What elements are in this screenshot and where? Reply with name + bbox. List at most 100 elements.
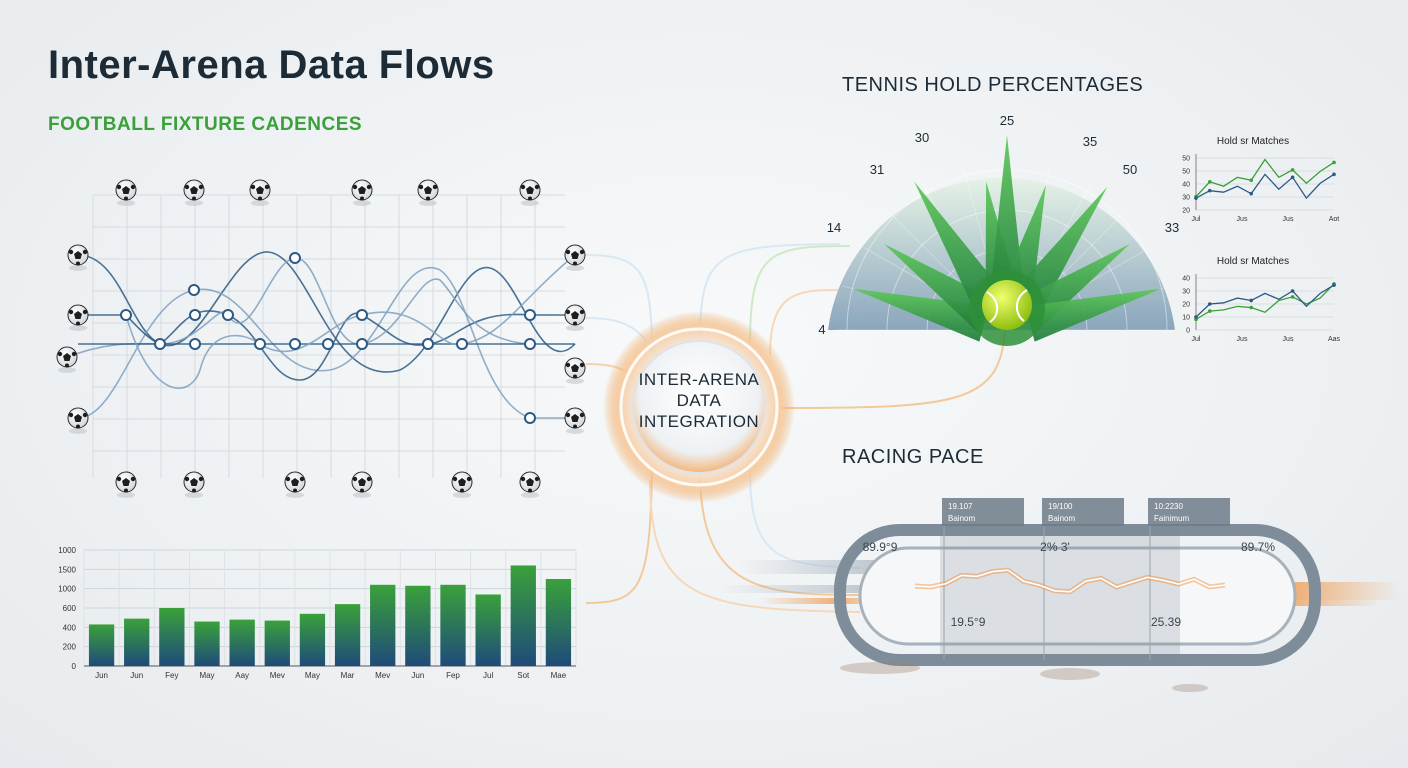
soccer-ball-icon	[417, 179, 439, 206]
ball-patch	[130, 184, 136, 190]
mini-x-tick: Jus	[1283, 336, 1294, 343]
ball-shadow	[566, 428, 584, 434]
mini-x-tick: Jus	[1283, 216, 1294, 223]
bar	[440, 584, 466, 666]
section-title-racing: RACING PACE	[842, 446, 984, 468]
race-readout-top: 89.7%	[1241, 540, 1275, 554]
bar	[229, 619, 255, 666]
mini-chart-title: Hold sr Matches	[1217, 136, 1289, 147]
mini-point	[1249, 298, 1253, 303]
ball-patch	[573, 374, 577, 379]
ball-patch	[573, 261, 577, 266]
hub-label-line-2: DATA	[677, 391, 722, 410]
race-pace-line	[914, 567, 1226, 595]
mini-point	[1208, 188, 1212, 193]
soccer-ball-icon	[249, 179, 271, 206]
fixture-nodes	[120, 252, 536, 424]
ball-patch	[68, 249, 74, 255]
ball-shadow	[185, 492, 203, 498]
ball-shadow	[69, 325, 87, 331]
ball-patch	[418, 184, 424, 190]
ball-patch	[460, 488, 464, 493]
ball-patch	[360, 488, 364, 493]
ball-patch	[258, 196, 262, 201]
mini-point	[1290, 168, 1295, 172]
ball-patch	[57, 351, 63, 357]
ball-shadow	[353, 200, 371, 206]
bar-x-tick: Fey	[165, 671, 178, 680]
mini-x-tick: Jus	[1237, 336, 1248, 343]
mini-series-line	[1195, 173, 1335, 200]
ball-patch	[571, 311, 579, 319]
ball-patch	[426, 196, 430, 201]
bar-x-tick: May	[199, 671, 214, 680]
mini-y-tick: 20	[1182, 302, 1190, 309]
race-marker-top: 19/100	[1048, 502, 1073, 511]
mini-point	[1249, 178, 1253, 183]
mini-y-tick: 10	[1182, 315, 1190, 322]
page-title: Inter-Arena Data Flows	[48, 43, 495, 87]
fixture-node	[154, 338, 166, 350]
ball-patch	[190, 478, 198, 486]
ball-patch	[82, 412, 88, 418]
ball-patch	[192, 488, 196, 493]
bar-y-tick: 0	[72, 662, 77, 671]
bar	[370, 584, 396, 666]
ball-shadow	[69, 265, 87, 271]
mini-chart-title: Hold sr Matches	[1217, 256, 1289, 267]
bar	[264, 620, 290, 666]
ball-shadow	[286, 492, 304, 498]
mini-y-tick: 40	[1182, 276, 1190, 283]
bar-x-tick: Jun	[130, 671, 143, 680]
race-marker-box	[1042, 498, 1124, 526]
mini-x-tick: Jul	[1192, 336, 1201, 343]
race-readout-bottom: 25.39	[1151, 615, 1181, 629]
soccer-ball-icon	[284, 471, 306, 498]
bar-x-tick: Mae	[551, 671, 567, 680]
ball-patch	[366, 476, 372, 482]
race-marker-bottom: Fainimum	[1154, 514, 1189, 523]
ball-patch	[358, 186, 366, 194]
fixture-node	[356, 309, 368, 321]
fixture-curve	[125, 254, 576, 389]
mini-y-tick: 20	[1182, 208, 1190, 215]
race-marker-box	[942, 498, 1024, 526]
ball-patch	[565, 309, 571, 315]
fixture-node	[356, 338, 368, 350]
fan-spike	[1025, 288, 1162, 342]
ball-shadow	[453, 492, 471, 498]
fixture-node	[456, 338, 468, 350]
fixture-curves	[64, 251, 576, 419]
ball-patch	[130, 476, 136, 482]
ball-patch	[565, 362, 571, 368]
bar-y-tick: 400	[63, 623, 77, 632]
ball-patch	[352, 184, 358, 190]
race-marker-bottom: Bainom	[1048, 514, 1075, 523]
ball-patch	[573, 424, 577, 429]
ball-patch	[74, 251, 82, 259]
ball-patch	[192, 196, 196, 201]
soccer-ball-icon	[564, 357, 586, 384]
soccer-ball-icon	[67, 304, 89, 331]
ball-patch	[571, 364, 579, 372]
tennis-ball-icon	[982, 280, 1032, 330]
race-marker-top: 10:2230	[1154, 502, 1183, 511]
mini-y-tick: 0	[1186, 328, 1190, 335]
fan-label: 30	[915, 130, 929, 145]
ball-shadow	[69, 428, 87, 434]
ball-patch	[63, 353, 71, 361]
fan-label: 35	[1083, 134, 1097, 149]
hub-label-line-1: INTER-ARENA	[639, 370, 760, 389]
ball-patch	[565, 412, 571, 418]
ball-patch	[520, 476, 526, 482]
mini-x-tick: Jul	[1192, 216, 1201, 223]
fan-label: 31	[870, 162, 884, 177]
ball-patch	[68, 412, 74, 418]
ball-patch	[285, 476, 291, 482]
race-readout-top: 89.9°9	[863, 540, 898, 554]
fixture-node	[422, 338, 434, 350]
mini-y-tick: 50	[1182, 156, 1190, 163]
